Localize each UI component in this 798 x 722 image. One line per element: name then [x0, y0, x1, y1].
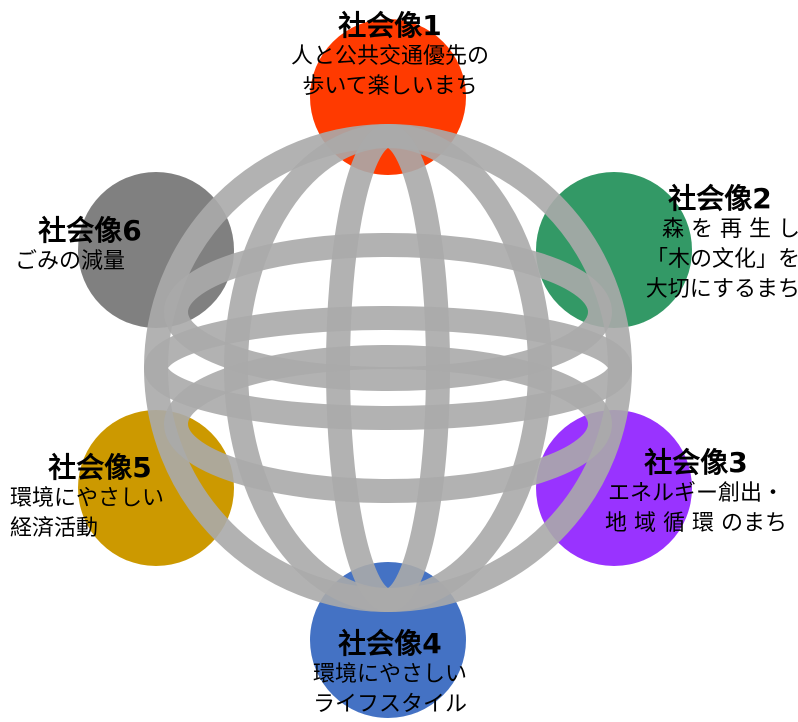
- node-title: 社会像1: [338, 9, 442, 42]
- node-desc-line: エネルギー創出・: [607, 481, 784, 506]
- node-desc-line: 経済活動: [10, 516, 99, 541]
- node-label-2: 社会像2 森 を 再 生 し 「木の文化」を 大切にするまち: [620, 183, 798, 305]
- node-label-1: 社会像1 人と公共交通優先の 歩いて楽しいまち: [260, 10, 520, 102]
- node-label-5: 社会像5 環境にやさしい 経済活動: [10, 452, 190, 544]
- node-desc-line: ごみの減量: [15, 249, 126, 274]
- node-desc-line: 大切にするまち: [645, 277, 798, 302]
- node-desc-line: 歩いて楽しいまち: [302, 74, 478, 99]
- node-desc-line: 「木の文化」を: [645, 247, 798, 272]
- node-desc-line: 地 域 循 環 のまち: [605, 511, 787, 536]
- node-title: 社会像3: [644, 446, 748, 479]
- node-title: 社会像6: [38, 214, 142, 247]
- node-desc-line: 環境にやさしい: [312, 662, 467, 687]
- globe-wireframe: [144, 124, 632, 612]
- node-desc-line: 森 を 再 生 し: [662, 217, 798, 242]
- globe-latitude: [164, 233, 612, 391]
- node-label-4: 社会像4 環境にやさしい ライフスタイル: [285, 628, 495, 720]
- node-desc-line: ライフスタイル: [312, 692, 467, 717]
- node-title: 社会像2: [668, 182, 772, 215]
- node-title: 社会像5: [48, 451, 152, 484]
- globe-latitude: [164, 345, 612, 503]
- node-title: 社会像4: [338, 627, 442, 660]
- globe-equator: [144, 306, 632, 430]
- node-label-6: 社会像6 ごみの減量: [15, 215, 165, 277]
- node-desc-line: 人と公共交通優先の: [290, 44, 489, 69]
- node-desc-line: 環境にやさしい: [10, 486, 165, 511]
- node-label-3: 社会像3 エネルギー創出・ 地 域 循 環 のまち: [596, 447, 796, 539]
